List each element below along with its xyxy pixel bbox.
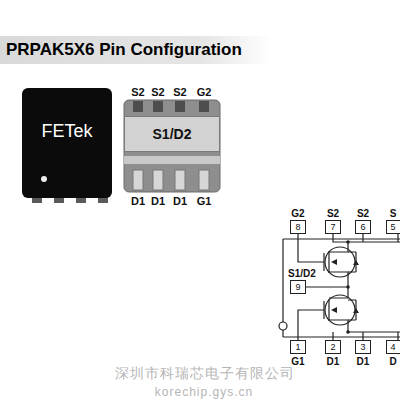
chip-package: FETek (22, 88, 112, 198)
node-text: G2 (291, 208, 305, 219)
pin-box: S27 (325, 220, 341, 234)
node-text: S1/D2 (153, 126, 192, 142)
node-text: 5 (387, 222, 399, 232)
pin1-notch (279, 322, 287, 330)
exposed-pad: S1/D2 (124, 116, 220, 152)
watermark: korechip.gys.cn (155, 385, 253, 399)
pin-name: S2 (173, 86, 186, 98)
pin-box: G11 (290, 340, 306, 354)
node-text: 9 (291, 282, 305, 292)
node-text: 7 (326, 222, 340, 232)
pin-box: D4 (386, 340, 400, 354)
bottom-pins (133, 170, 209, 190)
node-text: FETek (41, 121, 92, 142)
node-text: 3 (356, 342, 370, 352)
node-text: D (387, 356, 399, 367)
watermark: 深圳市科瑞芯电子有限公司 (115, 365, 295, 383)
package-body (124, 100, 220, 192)
pin-name: S2 (151, 86, 164, 98)
lower-pad (124, 156, 220, 164)
pin-box: D13 (355, 340, 371, 354)
title-banner (0, 36, 272, 64)
pin-name: S2 (131, 86, 144, 98)
node-text: 8 (291, 222, 305, 232)
pin-box: S5 (386, 220, 400, 234)
node-text: D1 (326, 356, 340, 367)
node-text: S1/D2 (288, 268, 316, 279)
pin-name: D1 (173, 195, 187, 207)
pin-box: S26 (355, 220, 371, 234)
node-text: S2 (326, 208, 340, 219)
node-text: 2 (326, 342, 340, 352)
pin-name: G2 (197, 86, 212, 98)
top-pins (133, 101, 209, 112)
schematic-marks (331, 240, 359, 334)
pin1-dot (41, 176, 47, 182)
schematic-wires (283, 234, 400, 340)
pin-box: S1/D29 (290, 280, 306, 294)
title: PRPAK5X6 Pin Configuration (6, 40, 242, 60)
node-text: 4 (387, 342, 399, 352)
pin-name: D1 (151, 195, 165, 207)
pin-box: G28 (290, 220, 306, 234)
node-text: 1 (291, 342, 305, 352)
pin-name: G1 (197, 195, 212, 207)
node-text: D1 (356, 356, 370, 367)
node-text: 6 (356, 222, 370, 232)
pin-box: D12 (325, 340, 341, 354)
node-text: S (387, 208, 399, 219)
node-text: S2 (356, 208, 370, 219)
pin-name: D1 (131, 195, 145, 207)
